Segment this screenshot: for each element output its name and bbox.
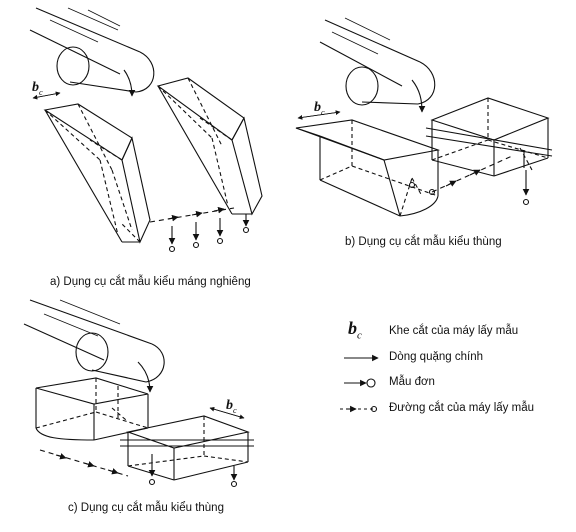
panel-c-bucket-right [120,406,254,488]
legend-slot-symbol: bc [348,318,362,342]
legend-item-slot-label: Khe cắt của máy lấy mẫu [389,325,519,337]
panel-b-bucket-right [425,97,553,206]
panel-a-chute-left [32,91,151,244]
panel-c-conveyor [23,299,165,393]
panel-a-conveyor [29,7,155,97]
panel-b-bucket-left [295,110,441,217]
legend-arrow-circle-icon [344,378,376,388]
legend-item-main-flow-label: Dòng quặng chính [389,351,483,363]
panel-b-slot-symbol: bc [314,100,325,117]
panel-c-cut-path [39,449,129,477]
panel-a-caption: a) Dụng cụ cắt mẫu kiểu máng nghiêng [50,276,251,288]
panel-c-slot-symbol: bc [226,398,237,415]
panel-c-bucket-left [35,377,149,441]
legend-item-single-sample-label: Mẫu đơn [389,376,435,388]
panel-c-caption: c) Dụng cụ cắt mẫu kiểu thùng [68,502,224,514]
panel-a-cut-path [149,206,250,253]
panel-b-conveyor [319,17,436,113]
legend-item-cut-path-label: Đường cắt của máy lấy mẫu [389,402,534,414]
panel-b-caption: b) Dụng cụ cắt mẫu kiểu thùng [345,236,502,248]
panel-a-chute-right [156,77,263,216]
panel-a-slot-symbol: bc [32,80,43,97]
panel-b-cut-path [428,155,513,196]
legend-dashed-arrow-circle-icon [340,405,378,413]
